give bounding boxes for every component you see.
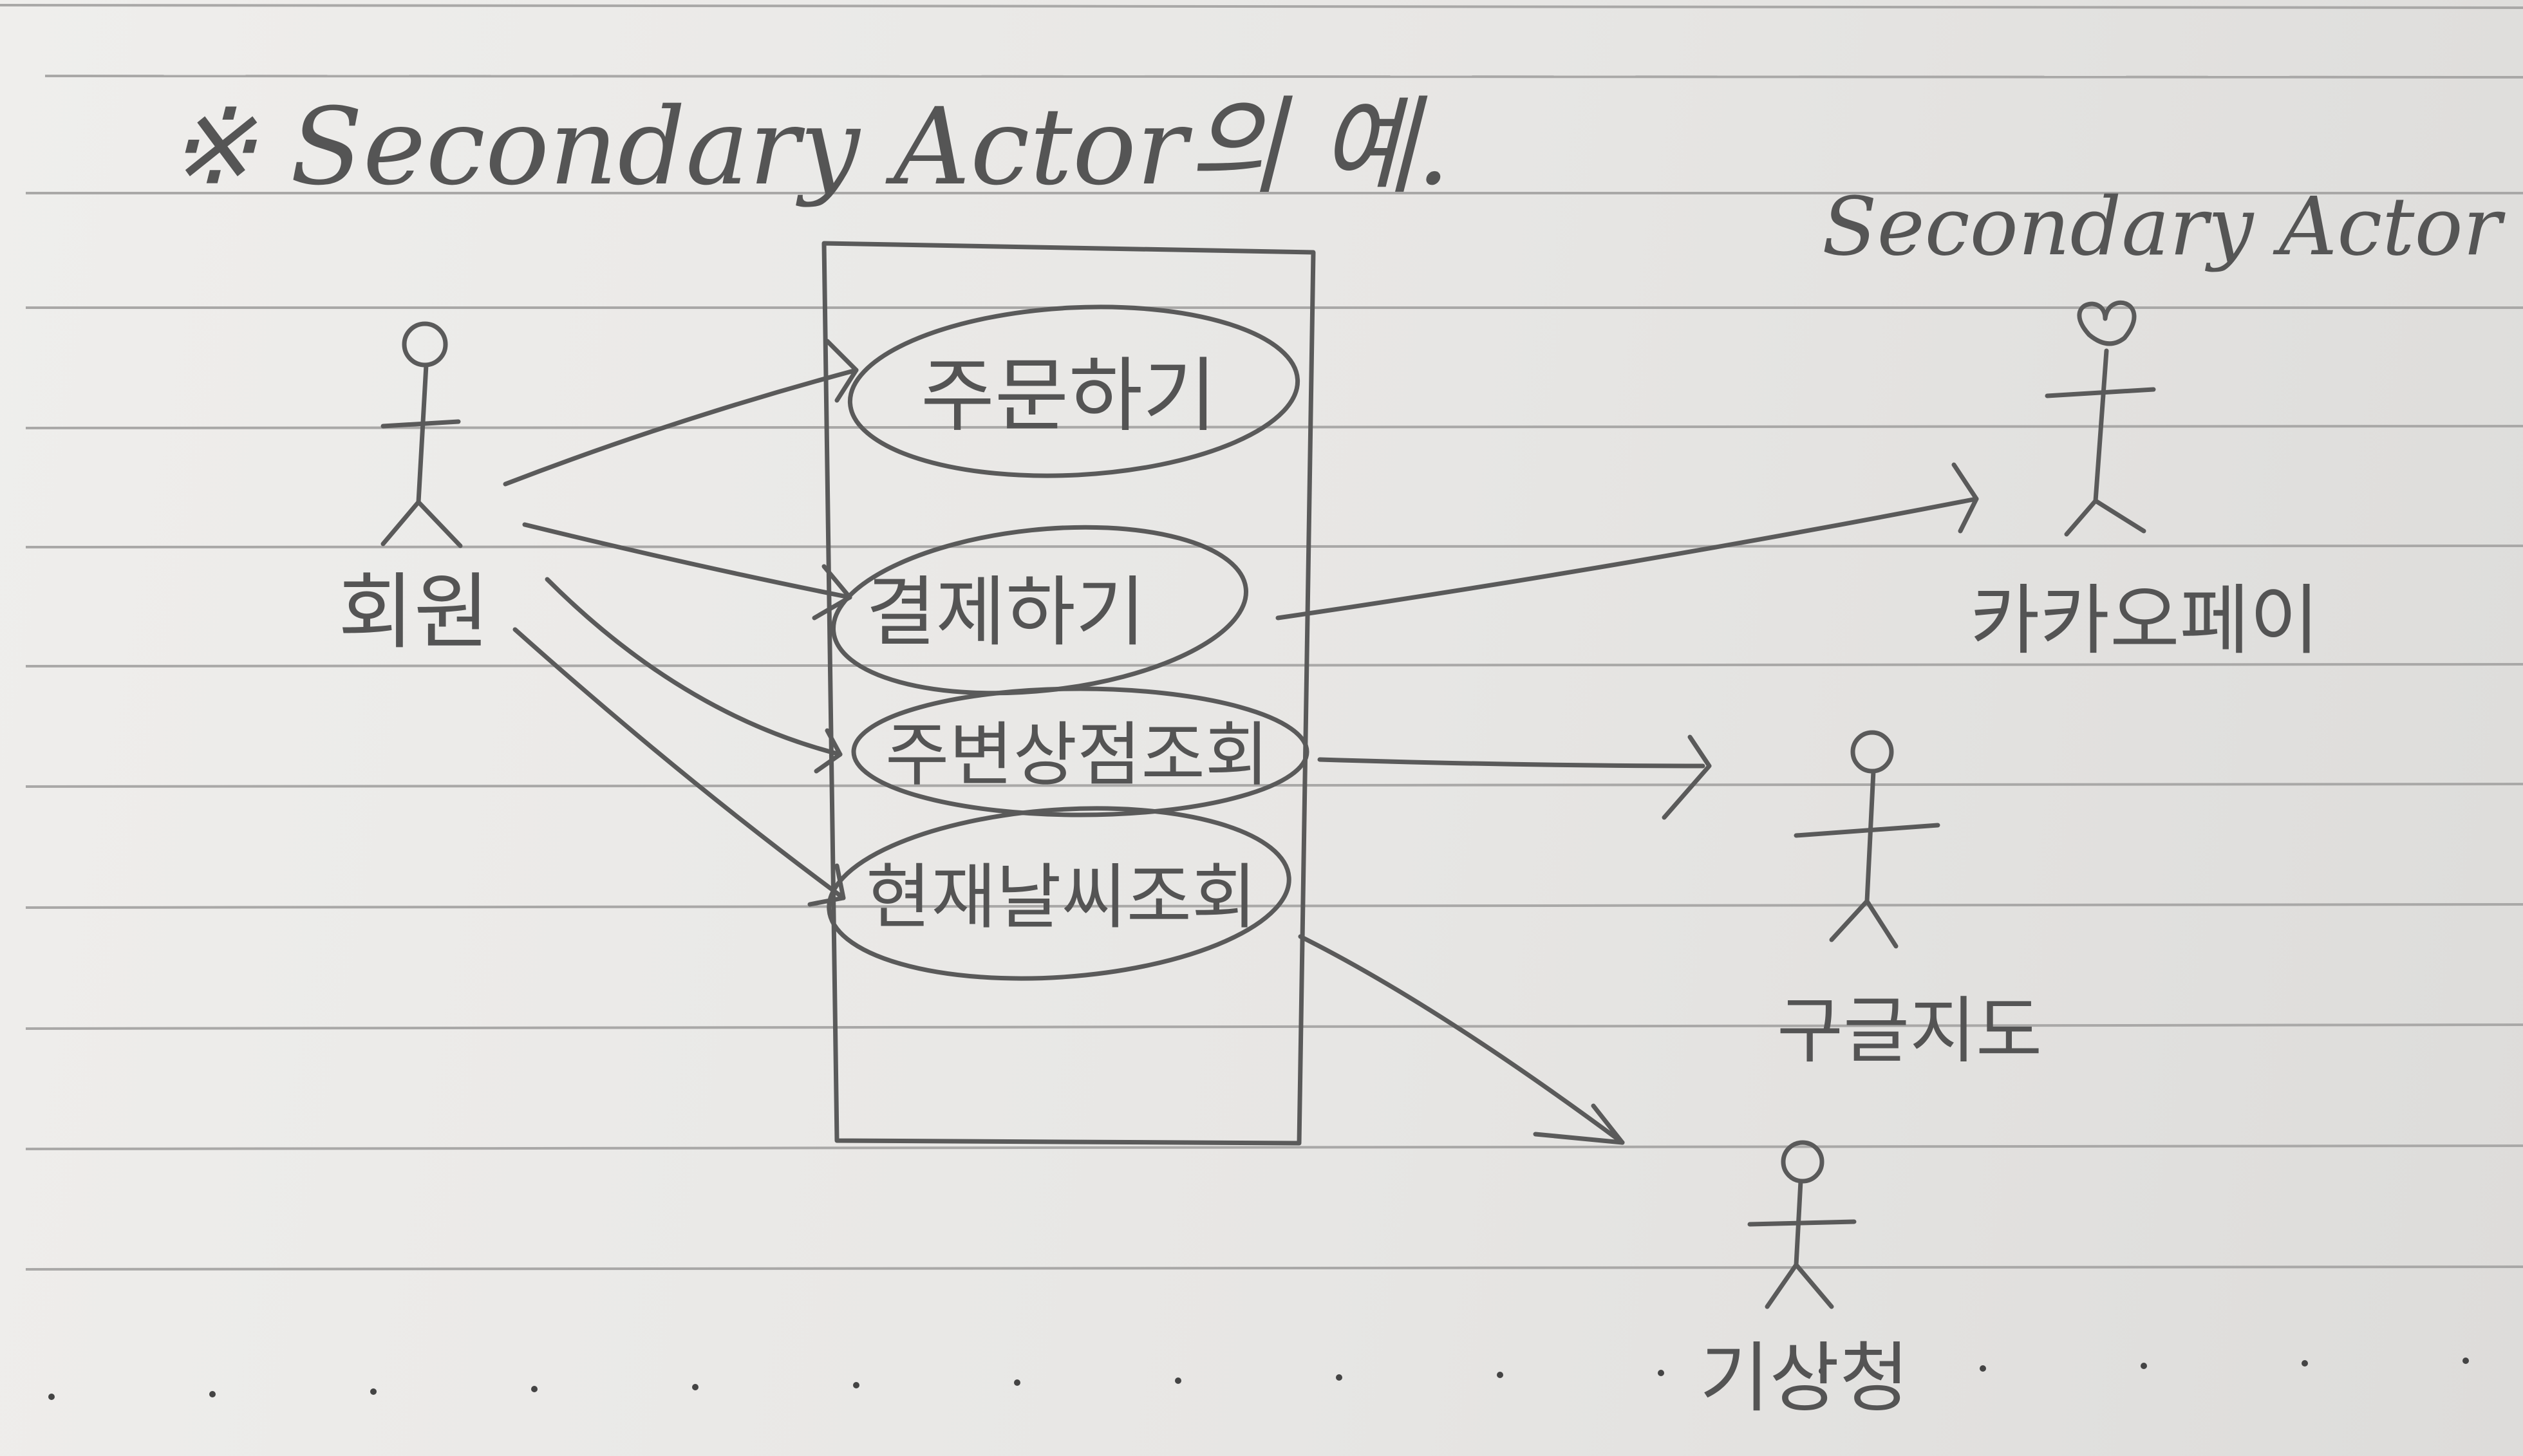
primary-actor-body (416, 362, 429, 505)
association-arrow (1298, 934, 1625, 1145)
primary-associations (503, 339, 859, 907)
association-arrow (522, 522, 852, 600)
association-arrow (1275, 496, 1979, 621)
use-case-label: 주문하기 (921, 350, 1217, 443)
use-case-label: 주변상점조회 (885, 715, 1269, 796)
use-case-4: 현재날씨조회 (827, 806, 1291, 981)
arrowhead-icon (807, 863, 846, 907)
actor-head-icon (2077, 300, 2137, 346)
use-case-oval (851, 686, 1309, 817)
arrowhead-icon (1533, 1103, 1625, 1145)
page-title: ※ Secondary Actor의 예. (167, 85, 1450, 209)
ruled-lines (0, 4, 2523, 1271)
use-case-2: 결제하기 (830, 525, 1249, 696)
arrowhead-icon (814, 728, 843, 774)
primary-actor-head-icon (402, 321, 448, 368)
arrowhead-icon (825, 339, 859, 403)
actor-body (2093, 348, 2109, 503)
secondary-associations (1275, 462, 1979, 1145)
use-case-label: 결제하기 (866, 568, 1145, 657)
association-arrow (1317, 757, 1705, 769)
actor-legs (1829, 899, 1899, 949)
actor-name: 기상청 (1700, 1334, 1909, 1423)
association-arrow (503, 368, 859, 487)
actor-arms (1794, 823, 1940, 838)
actor-arms (1747, 1219, 1857, 1227)
actor-head-icon (1850, 730, 1894, 774)
primary-actor-legs (380, 499, 463, 548)
system-boundary (821, 241, 1316, 1146)
primary-actor-name: 회원 (338, 565, 490, 660)
actor-body (1864, 769, 1876, 904)
use-case-label: 현재날씨조회 (866, 856, 1257, 938)
use-case-3: 주변상점조회 (851, 686, 1309, 817)
arrowhead-icon (812, 564, 852, 621)
use-case-oval (827, 806, 1291, 981)
arrowhead-icon (1951, 462, 1979, 534)
association-arrow (512, 627, 846, 901)
actor-arms (2045, 387, 2156, 398)
secondary-actor-label: Secondary Actor (1822, 180, 2506, 274)
page-dots (48, 1358, 2469, 1400)
primary-actor-arms (380, 419, 461, 429)
association-arrow (545, 577, 843, 757)
actor-name: 구글지도 (1777, 989, 2042, 1073)
actor-legs (1765, 1262, 1834, 1309)
secondary-actor-1: 카카오페이 (1970, 300, 2320, 665)
secondary-actor-3: 기상청 (1700, 1140, 1909, 1423)
use-case-oval (847, 304, 1300, 478)
actor-head-icon (1781, 1140, 1824, 1184)
use-case-1: 주문하기 (847, 304, 1300, 478)
primary-actor: 회원 (338, 321, 490, 660)
arrowhead-icon (1662, 734, 1712, 820)
secondary-actor-2: 구글지도 (1777, 730, 2042, 1073)
actor-name: 카카오페이 (1970, 576, 2320, 665)
actor-legs (2064, 498, 2146, 537)
